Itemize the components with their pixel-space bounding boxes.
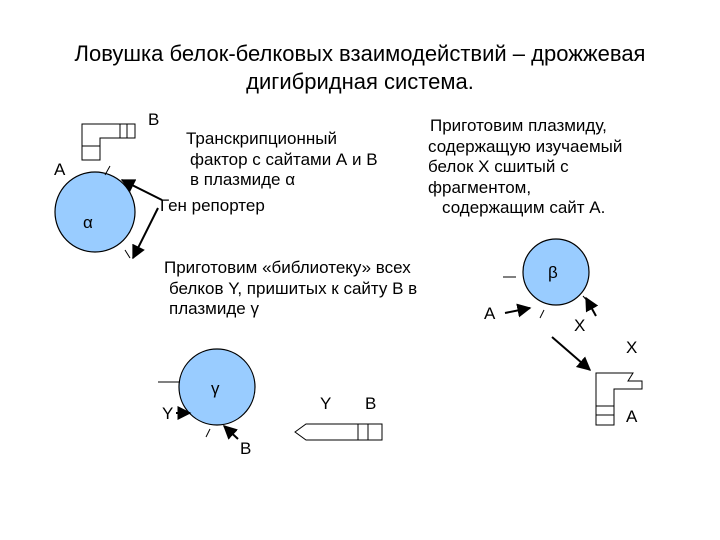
- plasmid-beta-circle: [522, 238, 590, 306]
- plasmid-gamma-circle: [178, 348, 256, 426]
- gamma-y-label: Y: [162, 404, 174, 423]
- product-b-label: B: [365, 394, 377, 413]
- gamma-symbol: γ: [211, 379, 220, 398]
- beta-line-2: содержащую изучаемый: [428, 136, 623, 156]
- beta-line-1: Приготовим плазмиду,: [430, 116, 607, 135]
- beta-line-4: фрагментом,: [428, 177, 532, 197]
- library-line-2: белков Y, пришитых к сайту B в: [169, 278, 418, 298]
- arrow-a-to-beta: [504, 303, 532, 318]
- arrow-tf-to-plasmid: [120, 179, 163, 201]
- tf-line-2: фактор с сайтами А и В: [190, 149, 378, 169]
- product-a-label: A: [626, 407, 638, 426]
- tf-line-3: в плазмиде α: [190, 170, 296, 189]
- alpha-tick: [104, 165, 111, 176]
- arrow-b-to-gamma: [222, 425, 239, 440]
- beta-site-a-label: A: [484, 304, 496, 323]
- library-line-3: плазмиде γ: [169, 299, 259, 318]
- alpha-tick-2: [124, 249, 131, 259]
- x-product-fragment: [595, 372, 643, 426]
- arrow-reporter-to-plasmid: [132, 207, 159, 260]
- arrow-x-to-beta: [585, 296, 599, 317]
- beta-line-3: белок X сшитый с: [428, 157, 569, 176]
- beta-description: Приготовим плазмиду, содержащую изучаемы…: [428, 116, 668, 219]
- beta-symbol: β: [548, 263, 558, 282]
- y-product-fragment: [294, 423, 383, 441]
- tf-line-1: Транскрипционный: [186, 129, 337, 148]
- slide-title: Ловушка белок-белковых взаимодействий – …: [0, 40, 720, 96]
- beta-protein-x-label: X: [574, 316, 586, 335]
- alpha-site-b-label: B: [148, 110, 160, 129]
- beta-tick-left: [539, 309, 545, 319]
- tf-description: Транскрипционный фактор с сайтами А и В …: [172, 129, 378, 191]
- gamma-tick: [205, 428, 211, 438]
- arrow-beta-to-product: [551, 336, 592, 371]
- product-x-label: X: [626, 338, 638, 357]
- alpha-gene-fragment: [81, 123, 136, 161]
- title-line-2: дигибридная система.: [246, 69, 474, 94]
- alpha-site-a-label: A: [54, 160, 66, 179]
- reporter-gene-label: Ген репортер: [160, 196, 265, 215]
- beta-line-5: содержащим сайт А.: [442, 198, 606, 217]
- library-line-1: Приготовим «библиотеку» всех: [164, 258, 411, 277]
- library-description: Приготовим «библиотеку» всех белков Y, п…: [164, 258, 417, 320]
- title-line-1: Ловушка белок-белковых взаимодействий – …: [74, 41, 646, 66]
- alpha-symbol: α: [83, 213, 93, 232]
- plasmid-alpha-circle: [54, 171, 136, 253]
- product-y-label: Y: [320, 394, 332, 413]
- gamma-site-b-label: B: [240, 439, 252, 458]
